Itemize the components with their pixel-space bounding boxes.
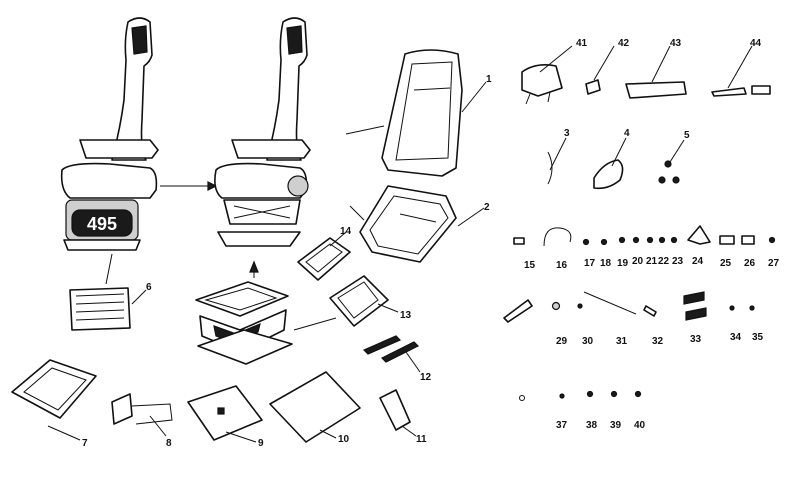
parts-37-40-row [519,390,642,401]
callout-42: 42 [618,38,630,49]
callout-21: 21 [646,256,658,267]
callout-33: 33 [690,334,702,345]
part-7-tray [11,359,97,419]
callout-23: 23 [672,256,684,267]
part-4-lever [593,159,624,190]
callout-27: 27 [768,258,780,269]
callout-17: 17 [584,258,596,269]
callout-14: 14 [340,226,352,237]
callout-26: 26 [744,258,756,269]
callout-43: 43 [670,38,682,49]
part-1-backrest [381,49,463,177]
callout-12: 12 [420,372,432,383]
seat-assembly-middle [214,17,311,247]
leader-lines [47,45,753,443]
part-11-bracket [379,389,411,431]
callout-39: 39 [610,420,622,431]
callout-10: 10 [338,434,350,445]
part-8-bracket [111,393,173,425]
part-41-headrest [521,64,563,105]
callout-19: 19 [617,258,629,269]
part-6-mechanism [69,287,131,331]
callout-35: 35 [752,332,764,343]
callout-2: 2 [484,202,490,213]
callout-34: 34 [730,332,742,343]
part-3-cable [547,151,553,185]
parts-15-27-row [513,225,776,247]
callout-30: 30 [582,336,594,347]
seat-assembly-left: 495 [60,17,159,251]
callout-20: 20 [632,256,644,267]
callout-16: 16 [556,260,568,271]
callout-24: 24 [692,256,704,267]
callout-31: 31 [616,336,628,347]
callout-8: 8 [166,438,172,449]
leader-cushion-arrow [349,205,365,221]
callout-6: 6 [146,282,152,293]
callout-44: 44 [750,38,762,49]
callout-1: 1 [486,74,492,85]
callout-4: 4 [624,128,630,139]
callout-18: 18 [600,258,612,269]
callout-11: 11 [416,434,427,445]
leader-backrest [345,125,385,135]
callout-22: 22 [658,256,670,267]
callout-3: 3 [564,128,570,139]
part-9-plate [187,385,263,441]
seat-badge-text: 495 [87,214,117,234]
callout-15: 15 [524,260,536,271]
part-42-clip [585,79,601,95]
callout-32: 32 [652,336,664,347]
part-13-frame [329,275,389,327]
part-14-frame [297,237,351,281]
part-2-seat-cushion [359,185,457,263]
leader-part6 [105,253,113,285]
callout-37: 37 [556,420,568,431]
callout-5: 5 [684,130,690,141]
part-43-armrest [625,81,687,99]
callout-41: 41 [576,38,588,49]
suspension-base [195,281,293,365]
callout-25: 25 [720,258,732,269]
callout-13: 13 [400,310,412,321]
callout-9: 9 [258,438,264,449]
part-12-rails [362,335,420,363]
part-5-knobs [658,160,680,184]
callout-38: 38 [586,420,598,431]
callout-7: 7 [82,438,88,449]
part-10-panel [269,371,361,443]
callout-29: 29 [556,336,568,347]
part-44-tool [711,85,771,97]
callout-labels: 1 2 3 4 5 6 7 8 9 10 11 12 13 14 15 16 1… [82,38,780,449]
callout-40: 40 [634,420,646,431]
parts-29-35-row [503,291,755,323]
